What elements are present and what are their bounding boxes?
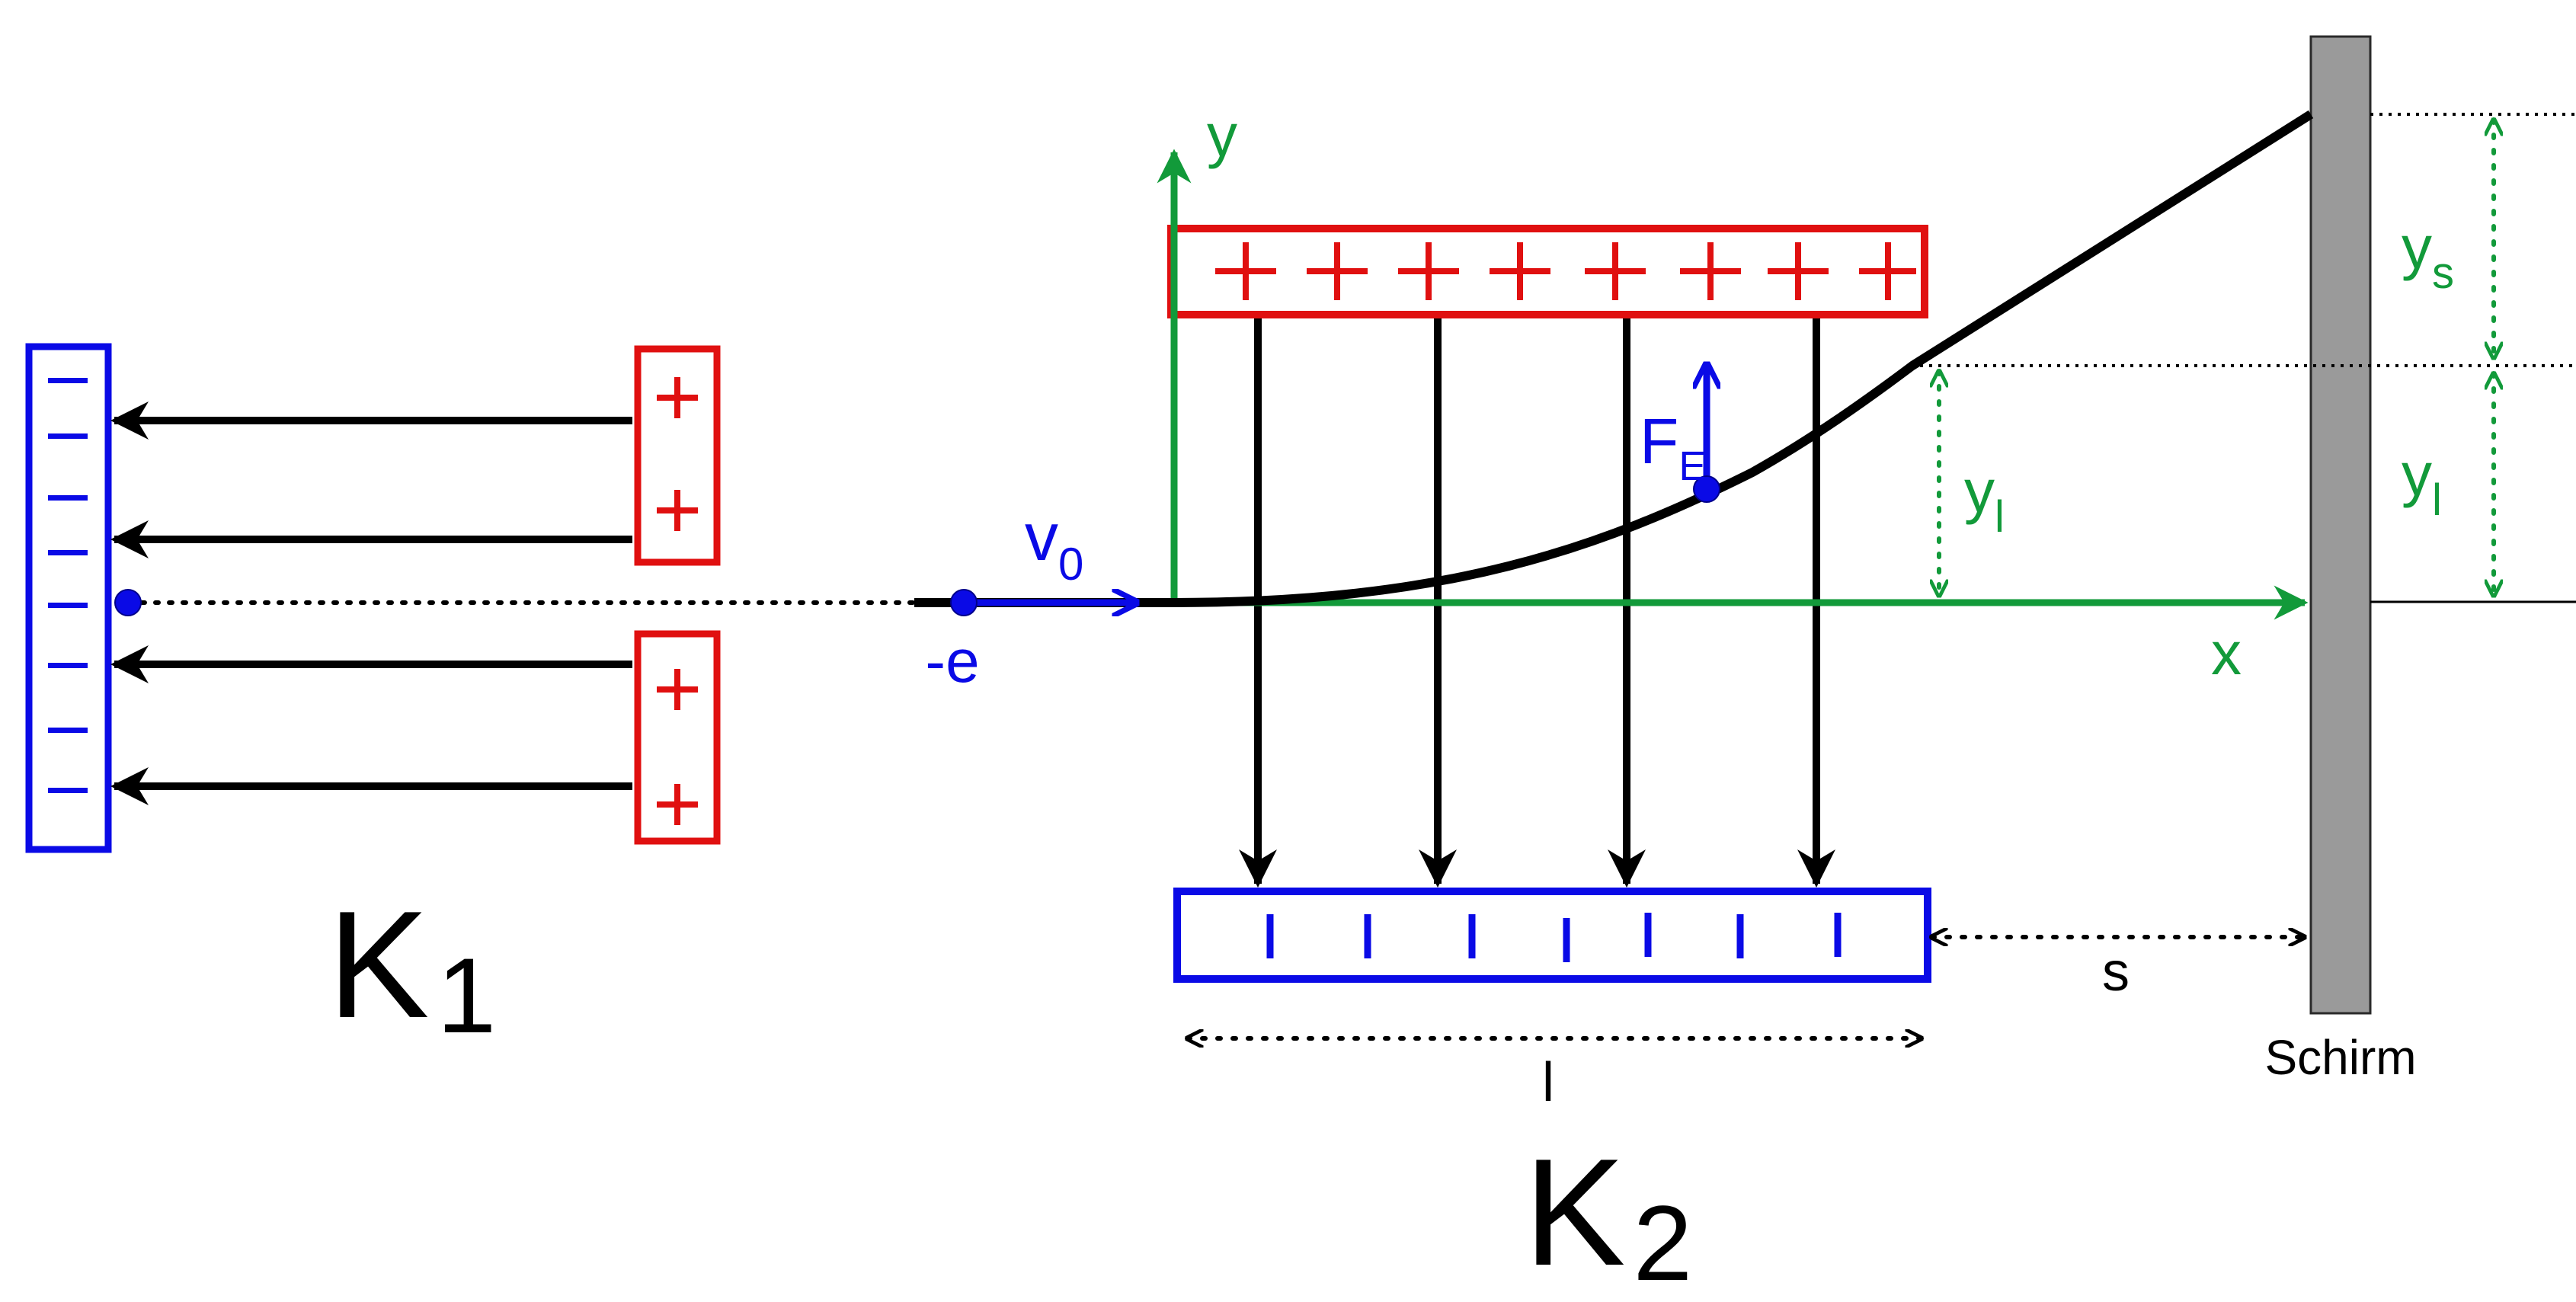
k1-negative-plate bbox=[25, 343, 112, 853]
electron-charge-label: -e bbox=[925, 627, 979, 695]
k2-field-arrows bbox=[1239, 312, 1835, 888]
k1-positive-plate-lower bbox=[634, 630, 721, 845]
k2-positive-signs bbox=[1215, 242, 1916, 300]
plate-length-label: l bbox=[1542, 1052, 1554, 1113]
y-axis-label: y bbox=[1207, 101, 1237, 169]
k1-positive-signs bbox=[657, 377, 698, 825]
k2-negative-plate bbox=[1173, 888, 1931, 983]
k1-field-arrows bbox=[110, 401, 632, 805]
screen-deflection-label: ys bbox=[2402, 213, 2454, 298]
plate-deflection-label: yl bbox=[1964, 457, 2005, 542]
screen: Schirm s bbox=[1929, 35, 2417, 1085]
screen-label: Schirm bbox=[2264, 1030, 2416, 1085]
k1-electron-start bbox=[114, 589, 142, 616]
screen-plate-deflection-label: yl bbox=[2402, 440, 2442, 525]
electron-trajectory bbox=[914, 110, 2314, 607]
electron-group: -e v0 FE bbox=[925, 364, 1720, 695]
k1-label: K1 bbox=[328, 880, 496, 1055]
capacitor-k1: K1 bbox=[25, 343, 917, 1055]
velocity-label: v0 bbox=[1025, 499, 1083, 590]
screen-plate bbox=[2309, 35, 2372, 1015]
gap-label: s bbox=[2102, 942, 2130, 1003]
force-label: FE bbox=[1640, 405, 1706, 489]
k2-negative-signs bbox=[1266, 913, 1842, 962]
k1-positive-plate-upper bbox=[634, 345, 721, 566]
x-axis-label: x bbox=[2211, 619, 2242, 687]
reference-lines bbox=[1920, 113, 2576, 603]
electron-dot bbox=[950, 589, 978, 616]
force-application-point bbox=[1693, 475, 1720, 503]
k1-negative-signs bbox=[48, 378, 88, 793]
k2-label: K2 bbox=[1524, 1128, 1692, 1302]
coordinate-system: x y yl ys yl bbox=[1157, 101, 2494, 687]
capacitor-k2: l K2 bbox=[1167, 225, 1931, 1302]
